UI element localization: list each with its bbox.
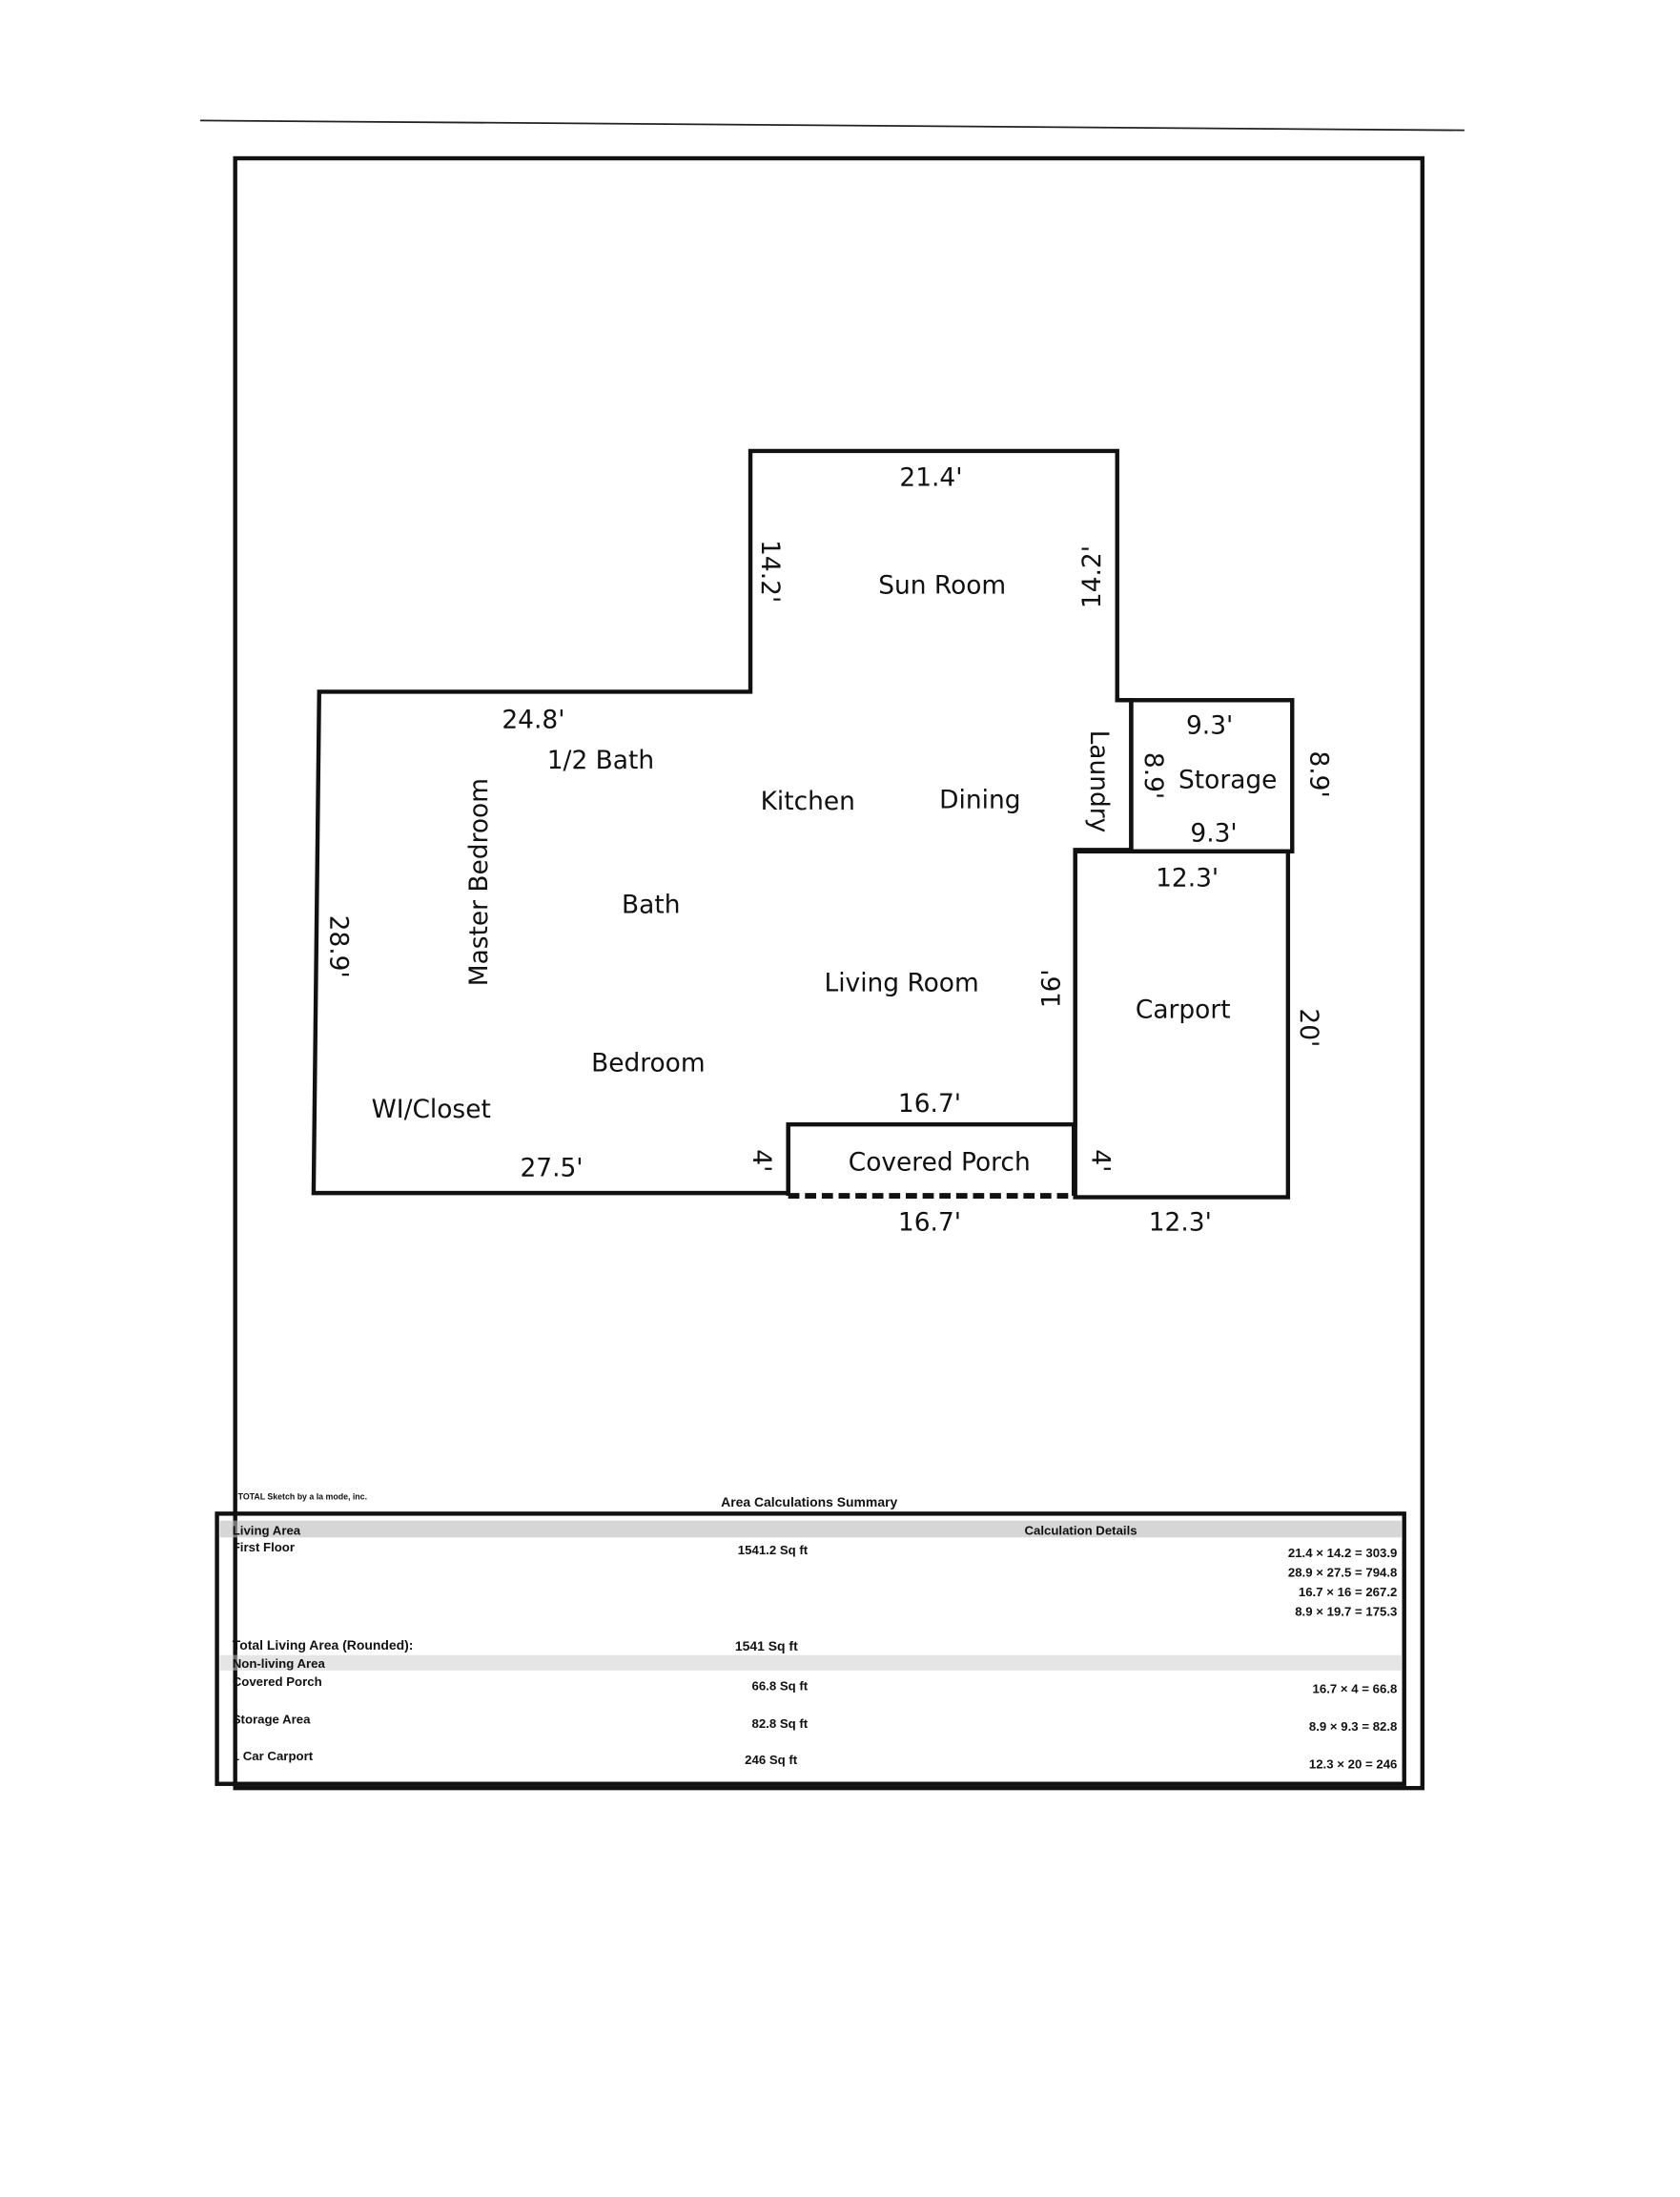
dim-storage-right: 8.9' bbox=[1303, 750, 1333, 797]
first-floor-area: 1541.2 Sq ft bbox=[738, 1543, 809, 1557]
main-outline bbox=[311, 448, 1134, 1196]
nonliving-label: Storage Area bbox=[233, 1713, 311, 1727]
dim-sun-left: 14.2' bbox=[755, 540, 785, 603]
room-wi-closet: WI/Closet bbox=[372, 1095, 491, 1124]
page-frame bbox=[233, 155, 1425, 1791]
room-kitchen: Kitchen bbox=[761, 787, 855, 816]
room-carport: Carport bbox=[1136, 996, 1231, 1025]
sketch-credit: TOTAL Sketch by a la mode, inc. bbox=[238, 1492, 367, 1502]
nonliving-calc: 8.9 × 9.3 = 82.8 bbox=[1309, 1719, 1398, 1734]
dim-porch-right: 4' bbox=[1085, 1149, 1115, 1172]
room-storage: Storage bbox=[1178, 766, 1277, 795]
dim-carport-right: 20' bbox=[1294, 1008, 1323, 1047]
dim-carport-top: 12.3' bbox=[1156, 864, 1219, 893]
dimension-labels: 21.4' 14.2' 14.2' 24.8' 28.9' 27.5' 9.3'… bbox=[324, 463, 1334, 1238]
summary-box bbox=[215, 1511, 1406, 1786]
room-bath: Bath bbox=[622, 890, 680, 919]
dim-main-top: 24.8' bbox=[502, 706, 564, 735]
living-header: Living Area bbox=[233, 1523, 301, 1537]
dim-carport-bottom: 12.3' bbox=[1149, 1208, 1212, 1238]
top-rule bbox=[199, 119, 1465, 132]
dim-main-bottom: 27.5' bbox=[520, 1153, 583, 1182]
nonliving-label: 1 Car Carport bbox=[233, 1749, 314, 1763]
room-labels: Sun Room 1/2 Bath Kitchen Dining Laundry… bbox=[372, 571, 1278, 1178]
carport-outline bbox=[1073, 849, 1291, 1200]
calc-line: 28.9 × 27.5 = 794.8 bbox=[1288, 1565, 1398, 1579]
area-summary: TOTAL Sketch by a la mode, inc. Area Cal… bbox=[215, 1492, 1406, 1786]
calc-line: 8.9 × 19.7 = 175.3 bbox=[1295, 1605, 1397, 1619]
living-header-band bbox=[219, 1520, 1402, 1538]
nonliving-area: 82.8 Sq ft bbox=[751, 1716, 808, 1731]
nonliving-area: 66.8 Sq ft bbox=[751, 1678, 808, 1693]
dim-living-right: 16' bbox=[1037, 969, 1067, 1008]
floor-plan bbox=[311, 448, 1295, 1200]
dim-main-left: 28.9' bbox=[324, 915, 354, 978]
room-master-bedroom: Master Bedroom bbox=[464, 778, 494, 986]
dim-porch-left: 4' bbox=[747, 1149, 776, 1172]
dim-sun-top: 21.4' bbox=[899, 463, 962, 493]
nonliving-area: 246 Sq ft bbox=[745, 1753, 798, 1767]
total-living-area: 1541 Sq ft bbox=[735, 1638, 798, 1653]
summary-title: Area Calculations Summary bbox=[721, 1494, 897, 1509]
room-living-room: Living Room bbox=[825, 969, 979, 998]
room-bedroom: Bedroom bbox=[591, 1048, 706, 1078]
room-laundry: Laundry bbox=[1084, 730, 1114, 833]
room-covered-porch: Covered Porch bbox=[849, 1148, 1031, 1178]
dim-storage-left: 8.9' bbox=[1138, 752, 1168, 799]
first-floor-label: First Floor bbox=[233, 1540, 295, 1554]
nonliving-calc: 16.7 × 4 = 66.8 bbox=[1313, 1681, 1398, 1695]
calc-header: Calculation Details bbox=[1024, 1523, 1137, 1537]
dim-storage-top: 9.3' bbox=[1186, 710, 1233, 740]
dim-porch-bottom: 16.7' bbox=[898, 1208, 961, 1238]
nonliving-label: Covered Porch bbox=[233, 1674, 322, 1689]
dim-sun-right: 14.2' bbox=[1077, 545, 1107, 608]
calc-line: 16.7 × 16 = 267.2 bbox=[1299, 1585, 1398, 1599]
nonliving-header-band bbox=[219, 1654, 1402, 1671]
nonliving-calc: 12.3 × 20 = 246 bbox=[1309, 1757, 1398, 1772]
calc-line: 21.4 × 14.2 = 303.9 bbox=[1288, 1546, 1398, 1560]
dim-storage-bottom: 9.3' bbox=[1190, 819, 1237, 849]
nonliving-header: Non-living Area bbox=[233, 1656, 326, 1671]
room-sun-room: Sun Room bbox=[878, 571, 1006, 601]
total-living-label: Total Living Area (Rounded): bbox=[233, 1637, 414, 1653]
room-half-bath: 1/2 Bath bbox=[547, 746, 654, 775]
room-dining: Dining bbox=[939, 785, 1020, 814]
dim-porch-top: 16.7' bbox=[898, 1089, 961, 1119]
